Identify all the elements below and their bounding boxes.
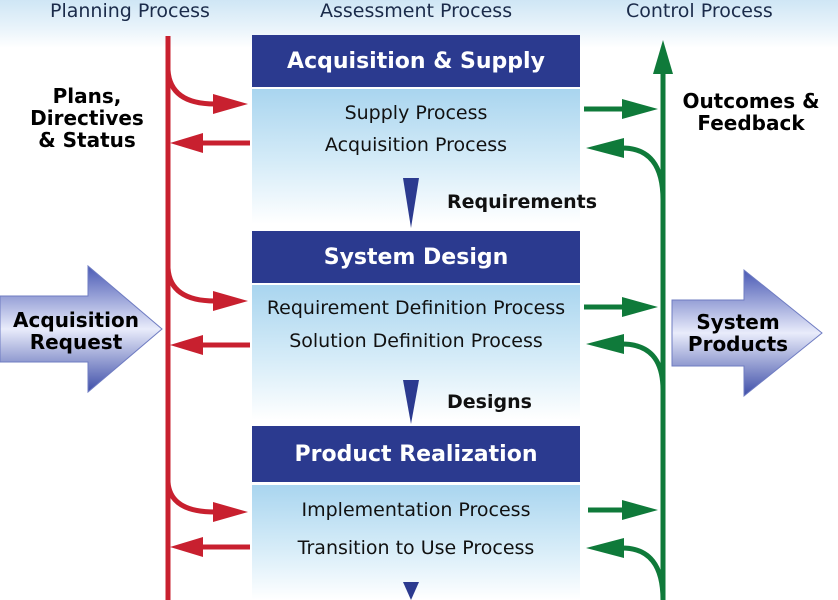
- acquisition-request-arrow: [0, 264, 163, 394]
- system-products-label: System Products: [687, 310, 789, 356]
- process-supply: Supply Process: [344, 102, 488, 124]
- process-acquisition: Acquisition Process: [324, 134, 508, 156]
- stage-body-acquisition-supply: Supply Process Acquisition Process: [252, 89, 580, 224]
- plans-to-stage2-arrowhead: [213, 291, 248, 311]
- status-from-stage3-arrowhead: [170, 537, 203, 557]
- control-trunk-arrowhead: [653, 40, 673, 74]
- feedback-stage2-arrowhead: [586, 334, 624, 354]
- stage-header-product-realization: Product Realization: [252, 426, 580, 482]
- next-flow-wedge: [403, 582, 419, 600]
- requirements-label: Requirements: [447, 191, 598, 213]
- system-products-arrow: [671, 268, 823, 398]
- planning-process-title: Planning Process: [50, 0, 210, 22]
- plans-to-stage1-arrowhead: [213, 94, 248, 114]
- plans-to-stage3-arrowhead: [213, 502, 248, 522]
- stage-body-system-design: Requirement Definition Process Solution …: [252, 285, 580, 420]
- assessment-process-title: Assessment Process: [320, 0, 513, 22]
- outcome-stage1-arrowhead: [622, 99, 658, 119]
- process-requirement-definition: Requirement Definition Process: [266, 297, 566, 319]
- plans-directives-status-label: Plans, Directives & Status: [30, 84, 144, 152]
- feedback-stage3-arrowhead: [586, 538, 624, 558]
- outcome-stage2-arrowhead: [622, 297, 658, 317]
- stage-body-product-realization: Implementation Process Transition to Use…: [252, 485, 580, 600]
- outcome-stage3-arrowhead: [622, 500, 658, 520]
- status-from-stage2-arrowhead: [170, 335, 203, 355]
- designs-label: Designs: [447, 391, 532, 413]
- process-transition-to-use: Transition to Use Process: [297, 537, 535, 559]
- stage-header-acquisition-supply: Acquisition & Supply: [252, 35, 580, 87]
- process-implementation: Implementation Process: [301, 499, 531, 521]
- process-solution-definition: Solution Definition Process: [289, 330, 543, 352]
- designs-flow-wedge: [403, 380, 419, 424]
- control-process-title: Control Process: [626, 0, 773, 22]
- status-from-stage1-arrowhead: [170, 133, 203, 153]
- acquisition-request-label: Acquisition Request: [13, 308, 139, 354]
- stage-header-system-design: System Design: [252, 231, 580, 283]
- feedback-stage1-arrowhead: [586, 138, 624, 158]
- requirements-flow-wedge: [403, 178, 419, 228]
- outcomes-feedback-label: Outcomes & Feedback: [682, 89, 820, 135]
